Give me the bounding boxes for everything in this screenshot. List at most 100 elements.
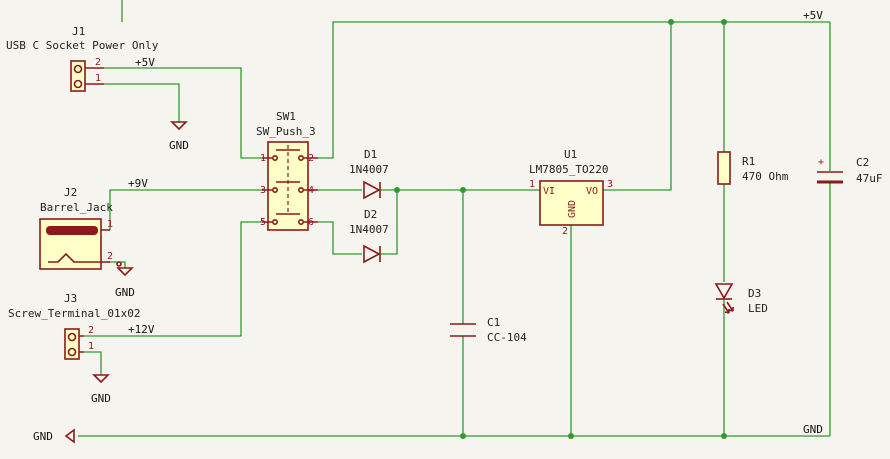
d1-diode: D1 1N4007 bbox=[349, 148, 389, 200]
c2-ref: C2 bbox=[856, 156, 869, 169]
d1-value: 1N4007 bbox=[349, 163, 389, 176]
gnd-arrow bbox=[116, 267, 134, 277]
d1-body bbox=[363, 180, 381, 200]
gnd-symbol-j2: GND bbox=[115, 267, 135, 299]
c2-capacitor: + C2 47uF bbox=[817, 156, 883, 185]
c1-value: CC-104 bbox=[487, 331, 527, 344]
junction-dot bbox=[721, 19, 727, 25]
gnd-symbol-j1: GND bbox=[169, 121, 189, 152]
sw1-contact bbox=[297, 219, 304, 226]
sw1-contact bbox=[297, 187, 304, 194]
j1-pin1-label: 1 bbox=[95, 73, 101, 84]
wire-j1-5v-to-sw1 bbox=[104, 67, 262, 159]
sw1-pin6-label: 6 bbox=[308, 217, 314, 228]
gnd-symbol-j3: GND bbox=[91, 374, 111, 405]
j2-sleeve bbox=[48, 252, 101, 263]
j2-barrel-jack: J2 Barrel_Jack 1 2 +9V bbox=[39, 177, 148, 270]
d3-value: LED bbox=[748, 302, 768, 315]
j3-pin-terminal bbox=[67, 347, 77, 357]
junction-dot bbox=[668, 19, 674, 25]
d3-led: D3 LED bbox=[714, 283, 768, 315]
j3-ref: J3 bbox=[64, 292, 77, 305]
junction-dot bbox=[460, 187, 466, 193]
r1-resistor: R1 470 Ohm bbox=[717, 151, 789, 185]
d3-body bbox=[714, 283, 734, 300]
j1-leads bbox=[85, 67, 104, 85]
gnd-label-left: GND bbox=[33, 430, 53, 443]
d2-value: 1N4007 bbox=[349, 223, 389, 236]
j1-pin2-label: 2 bbox=[95, 57, 101, 68]
j3-screw-terminal: J3 Screw_Terminal_01x02 2 1 +12V bbox=[8, 292, 155, 360]
sw1-pin2-label: 2 bbox=[308, 153, 314, 164]
d1-ref: D1 bbox=[364, 148, 377, 161]
sw1-leads bbox=[262, 157, 318, 223]
r1-ref: R1 bbox=[742, 155, 755, 168]
j3-pin-terminal bbox=[67, 332, 77, 342]
c1-plates bbox=[450, 323, 476, 337]
wires bbox=[78, 0, 831, 437]
sw1-body bbox=[267, 141, 309, 231]
j1-ref: J1 bbox=[72, 25, 85, 38]
j1-pin-terminal bbox=[73, 64, 83, 74]
c2-polarity-label: + bbox=[818, 157, 824, 168]
j3-value: Screw_Terminal_01x02 bbox=[8, 307, 140, 320]
u1-gnd-label: GND bbox=[567, 200, 578, 218]
junction-dot bbox=[394, 187, 400, 193]
u1-vo-label: VO bbox=[586, 186, 598, 197]
c1-capacitor: C1 CC-104 bbox=[450, 316, 527, 344]
j2-value: Barrel_Jack bbox=[40, 201, 113, 214]
wire-u1-vo bbox=[603, 22, 672, 191]
gnd-label-j1: GND bbox=[169, 139, 189, 152]
sw1-contact bbox=[271, 187, 278, 194]
sw1-pin1-label: 1 bbox=[260, 153, 266, 164]
wire-d2-up bbox=[381, 190, 398, 255]
j1-usb-c-connector: J1 USB C Socket Power Only 2 1 +5V bbox=[6, 25, 159, 92]
gnd-arrow bbox=[92, 374, 110, 384]
j3-pin2-label: 2 bbox=[88, 325, 94, 336]
u1-vi-label: VI bbox=[543, 186, 555, 197]
j3-leads bbox=[79, 335, 84, 353]
wire-sw1-d2 bbox=[318, 221, 362, 255]
j2-pin-terminal bbox=[116, 261, 122, 267]
junctions bbox=[394, 19, 727, 439]
d2-ref: D2 bbox=[364, 208, 377, 221]
j3-pin1-label: 1 bbox=[88, 341, 94, 352]
u1-pin2-label: 2 bbox=[562, 226, 568, 237]
sw1-pin3-label: 3 bbox=[260, 185, 266, 196]
junction-dot bbox=[460, 433, 466, 439]
junction-dot bbox=[721, 433, 727, 439]
j1-value: USB C Socket Power Only bbox=[6, 39, 159, 52]
net-label-j1-5v: +5V bbox=[135, 56, 155, 69]
r1-value: 470 Ohm bbox=[742, 170, 789, 183]
c2-value: 47uF bbox=[856, 172, 883, 185]
u1-value: LM7805_TO220 bbox=[529, 163, 608, 176]
gnd-port-left: GND bbox=[33, 428, 75, 444]
sw1-pin4-label: 4 bbox=[308, 185, 314, 196]
sw1-pin5-label: 5 bbox=[260, 217, 266, 228]
junction-dot bbox=[568, 433, 574, 439]
d2-body bbox=[363, 244, 381, 264]
u1-regulator: U1 LM7805_TO220 VI VO GND 1 3 2 bbox=[529, 148, 613, 237]
gnd-label-j3: GND bbox=[91, 392, 111, 405]
u1-body bbox=[539, 180, 604, 226]
wire-sw1-pin2-top bbox=[318, 21, 830, 159]
gnd-port-arrow bbox=[64, 428, 75, 444]
wire-j2-9v bbox=[109, 189, 262, 230]
r1-body bbox=[717, 151, 731, 185]
wire-j3-gnd bbox=[84, 351, 102, 375]
net-label-top-5v: +5V bbox=[803, 9, 823, 22]
sw1-value: SW_Push_3 bbox=[256, 125, 316, 138]
u1-pin1-label: 1 bbox=[529, 179, 535, 190]
j2-barrel-pin bbox=[46, 226, 98, 235]
d3-light-arrows bbox=[722, 301, 734, 314]
gnd-label-j2: GND bbox=[115, 286, 135, 299]
j2-leads bbox=[101, 229, 110, 263]
sw1-contact bbox=[271, 219, 278, 226]
u1-pin3-label: 3 bbox=[607, 179, 613, 190]
j1-pin-terminal bbox=[73, 79, 83, 89]
j2-pin1-label: 1 bbox=[107, 219, 113, 230]
net-label-gnd-right: GND bbox=[803, 423, 823, 436]
gnd-arrow bbox=[170, 121, 188, 131]
wire-j1-gnd bbox=[104, 83, 180, 122]
